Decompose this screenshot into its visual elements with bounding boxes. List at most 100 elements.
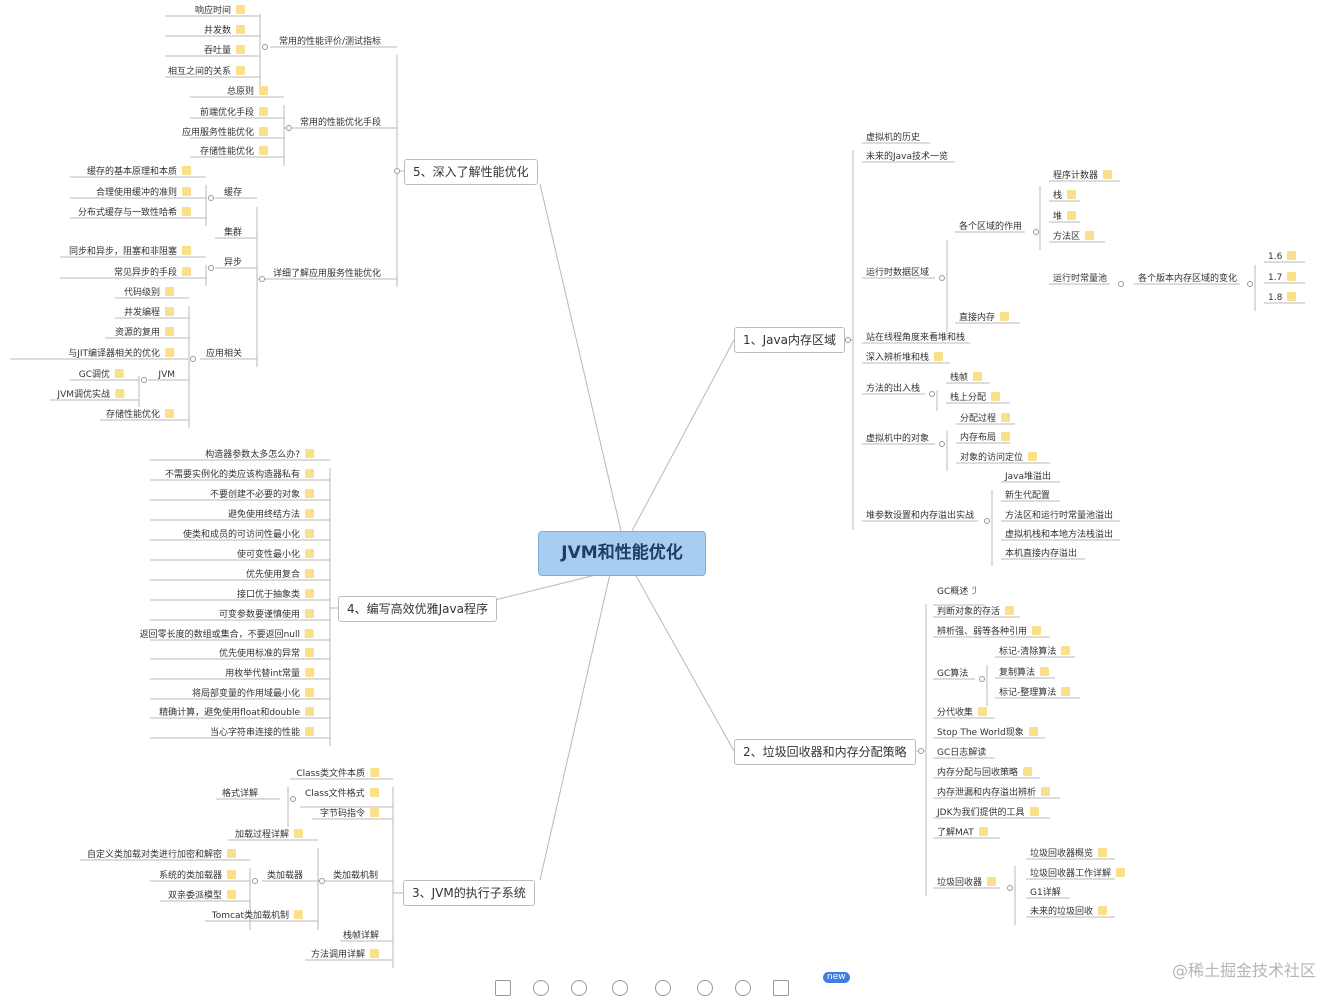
collapse-toggle-icon[interactable] <box>290 796 296 802</box>
topic-node[interactable]: 避免使用终结方法 <box>228 509 314 521</box>
topic-node[interactable]: 与JIT编译器相关的优化 <box>68 348 174 360</box>
topic-node[interactable]: 存储性能优化 <box>106 409 174 421</box>
topic-node[interactable]: 程序计数器 <box>1053 170 1112 182</box>
topic-node[interactable]: 标记-整理算法 <box>999 687 1070 699</box>
topic-node[interactable]: 同步和异步，阻塞和非阻塞 <box>69 246 191 258</box>
topic-node[interactable]: 类加载器 <box>266 871 303 881</box>
topic-node[interactable]: 常用的性能优化手段 <box>299 118 381 128</box>
topic-node[interactable]: 站在线程角度来看堆和栈 <box>866 333 966 343</box>
topic-node[interactable]: 内存泄漏和内存溢出辨析 <box>937 787 1050 799</box>
topic-node[interactable]: 集群 <box>223 228 242 238</box>
topic-node[interactable]: 相互之间的关系 <box>168 66 245 78</box>
topic-node[interactable]: 方法区和运行时常量池溢出 <box>1005 511 1114 521</box>
topic-node[interactable]: 合理使用缓冲的准则 <box>96 187 191 199</box>
collapse-toggle-icon[interactable] <box>190 356 196 362</box>
topic-node[interactable]: 辨析强、弱等各种引用 <box>937 626 1041 638</box>
redo-icon[interactable] <box>735 980 751 996</box>
topic-node[interactable]: 对象的访问定位 <box>960 452 1037 464</box>
topic-node[interactable]: 吞吐量 <box>204 45 245 57</box>
topic-node[interactable]: 垃圾回收器概览 <box>1030 848 1107 860</box>
topic-node[interactable]: 使类和成员的可访问性最小化 <box>183 529 314 541</box>
topic-node[interactable]: 栈帧详解 <box>342 931 379 941</box>
collapse-toggle-icon[interactable] <box>929 391 935 397</box>
topic-node[interactable]: 1.6 <box>1268 251 1296 263</box>
topic-node[interactable]: JVM调优实战 <box>57 389 124 401</box>
topic-node[interactable]: Java堆溢出 <box>1005 472 1052 482</box>
topic-node[interactable]: 堆 <box>1053 211 1076 223</box>
topic-node[interactable]: 垃圾回收器工作详解 <box>1030 868 1125 880</box>
topic-node[interactable]: 分布式缓存与一致性哈希 <box>78 207 191 219</box>
topic-node[interactable]: Class文件格式 <box>305 788 379 800</box>
topic-node[interactable]: 详细了解应用服务性能优化 <box>272 269 381 279</box>
topic-node[interactable]: 不需要实例化的类应该构造器私有 <box>165 469 314 481</box>
topic-node[interactable]: 标记-清除算法 <box>999 646 1070 658</box>
topic-node[interactable]: Stop The World现象 <box>937 727 1038 739</box>
topic-node[interactable]: GC日志解读 <box>937 748 987 758</box>
topic-node[interactable]: 运行时数据区域 <box>866 268 930 278</box>
topic-node[interactable]: 新生代配置 <box>1005 491 1051 501</box>
topic-node[interactable]: 存储性能优化 <box>200 146 268 158</box>
topic-node[interactable]: 优先使用复合 <box>246 569 314 581</box>
topic-node[interactable]: 各个区域的作用 <box>959 222 1023 232</box>
undo-icon[interactable] <box>697 980 713 996</box>
topic-node[interactable]: 栈上分配 <box>950 392 1000 404</box>
collapse-toggle-icon[interactable] <box>259 276 265 282</box>
topic-node[interactable]: 栈帧 <box>950 372 982 384</box>
delete-icon[interactable] <box>773 980 789 996</box>
collapse-toggle-icon[interactable] <box>208 195 214 201</box>
topic-node[interactable]: GC调优 <box>79 369 124 381</box>
root-topic[interactable]: JVM和性能优化 <box>538 531 706 576</box>
topic-node[interactable]: 未来的垃圾回收 <box>1030 906 1107 918</box>
topic-node[interactable]: 并发编程 <box>124 307 174 319</box>
branch-java-memory[interactable]: 1、Java内存区域 <box>734 327 845 353</box>
collapse-toggle-icon[interactable] <box>984 518 990 524</box>
topic-node[interactable]: 分代收集 <box>937 707 987 719</box>
topic-node[interactable]: 虚拟机栈和本地方法栈溢出 <box>1005 530 1114 540</box>
topic-node[interactable]: 堆参数设置和内存溢出实战 <box>866 511 975 521</box>
branch-effective-java[interactable]: 4、编写高效优雅Java程序 <box>338 596 497 622</box>
collapse-toggle-icon[interactable] <box>1247 281 1253 287</box>
branch-perf-opt[interactable]: 5、深入了解性能优化 <box>404 159 538 185</box>
topic-node[interactable]: 字节码指令 <box>320 808 379 820</box>
topic-node[interactable]: 资源的复用 <box>115 327 174 339</box>
topic-node[interactable]: 双亲委派模型 <box>168 890 236 902</box>
collapse-toggle-icon[interactable] <box>394 168 400 174</box>
topic-node[interactable]: 当心字符串连接的性能 <box>210 727 314 739</box>
topic-node[interactable]: 并发数 <box>204 25 245 37</box>
collapse-toggle-icon[interactable] <box>252 878 258 884</box>
topic-node[interactable]: 垃圾回收器 <box>937 877 996 889</box>
topic-node[interactable]: 系统的类加载器 <box>159 870 236 882</box>
topic-node[interactable]: JVM <box>158 370 175 380</box>
topic-node[interactable]: 复制算法 <box>999 667 1049 679</box>
topic-node[interactable]: 方法调用详解 <box>311 949 379 961</box>
topic-node[interactable]: Class类文件本质 <box>296 768 379 780</box>
collapse-toggle-icon[interactable] <box>1007 885 1013 891</box>
topic-node[interactable]: 异步 <box>223 258 242 268</box>
topic-node[interactable]: JDK为我们提供的工具 <box>937 807 1039 819</box>
topic-node[interactable]: 常见异步的手段 <box>114 267 191 279</box>
center-icon[interactable] <box>612 980 628 996</box>
topic-node[interactable]: 虚拟机中的对象 <box>866 434 930 444</box>
topic-node[interactable]: 判断对象的存活 <box>937 606 1014 618</box>
topic-node[interactable]: 精确计算，避免使用float和double <box>159 707 314 719</box>
topic-node[interactable]: 总原则 <box>227 86 268 98</box>
collapse-toggle-icon[interactable] <box>262 44 268 50</box>
topic-node[interactable]: 可变参数要谨慎使用 <box>219 609 314 621</box>
topic-node[interactable]: 缓存的基本原理和本质 <box>87 166 191 178</box>
topic-node[interactable]: 将局部变量的作用域最小化 <box>192 688 314 700</box>
topic-node[interactable]: 方法区 <box>1053 231 1094 243</box>
topic-node[interactable]: 本机直接内存溢出 <box>1005 549 1078 559</box>
expand-icon[interactable] <box>655 980 671 996</box>
topic-node[interactable]: 虚拟机的历史 <box>866 133 921 143</box>
topic-node[interactable]: 格式详解 <box>221 789 258 799</box>
collapse-toggle-icon[interactable] <box>939 441 945 447</box>
topic-node[interactable]: 了解MAT <box>937 827 988 839</box>
topic-node[interactable]: 返回零长度的数组或集合，不要返回null <box>140 629 314 641</box>
zoom-in-icon[interactable] <box>533 980 549 996</box>
topic-node[interactable]: 不要创建不必要的对象 <box>210 489 314 501</box>
topic-node[interactable]: 内存布局 <box>960 432 1010 444</box>
topic-node[interactable]: 应用服务性能优化 <box>182 127 268 139</box>
topic-node[interactable]: 栈 <box>1053 190 1076 202</box>
topic-node[interactable]: 内存分配与回收策略 <box>937 767 1032 779</box>
